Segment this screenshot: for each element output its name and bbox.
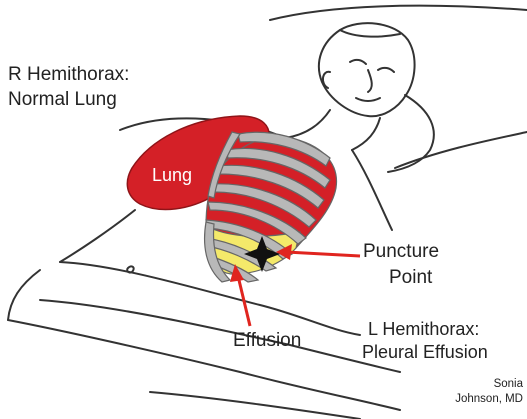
author-credit-line1: Sonia [445, 377, 523, 392]
puncture-point-label: Puncture Point [363, 239, 439, 291]
left-hemithorax-title-line2: Pleural Effusion [362, 341, 488, 364]
author-credit: Sonia Johnson, MD [445, 377, 523, 407]
effusion-label: Effusion [233, 329, 301, 353]
puncture-arrow-line [286, 252, 360, 256]
left-hemithorax-title-line1: L Hemithorax: [368, 318, 488, 341]
bed-edge-line [270, 6, 527, 20]
author-credit-line2: Johnson, MD [445, 392, 523, 407]
torso-left-edge [60, 210, 135, 262]
right-hemithorax-title-line2: Normal Lung [8, 87, 129, 112]
puncture-label-line2: Point [363, 265, 439, 291]
ribcage [205, 132, 337, 282]
lung-label: Lung [152, 165, 192, 186]
neck-line [285, 110, 330, 138]
left-hemithorax-title: L Hemithorax: Pleural Effusion [368, 318, 488, 364]
right-hemithorax-title-line1: R Hemithorax: [8, 62, 129, 87]
blanket-edge [8, 320, 400, 410]
puncture-label-line1: Puncture [363, 239, 439, 265]
right-hemithorax-title: R Hemithorax: Normal Lung [8, 62, 129, 112]
arm-outline [60, 262, 360, 335]
